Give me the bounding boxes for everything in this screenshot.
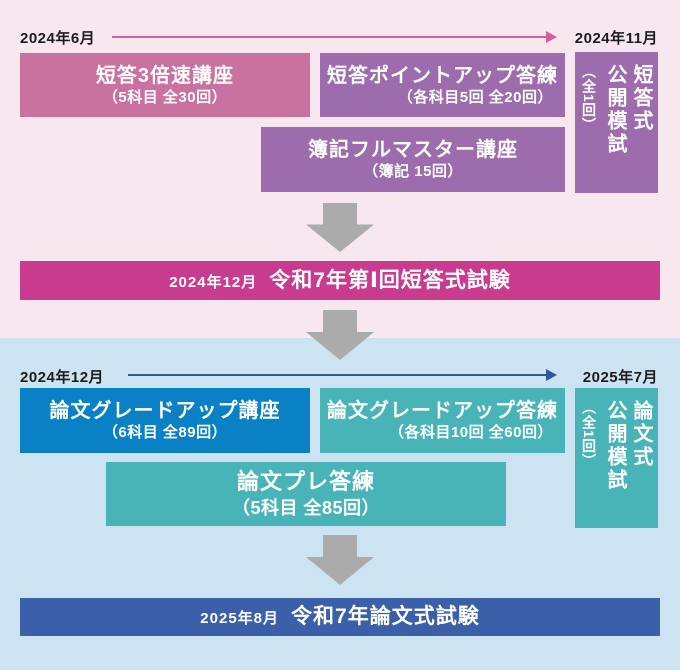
exam-date: 2025年8月: [200, 610, 280, 627]
ronbun-timeline-arrow-icon: [128, 374, 546, 376]
tantou-timeline-arrow-icon: [112, 36, 546, 38]
course-title: 論文グレードアップ答練: [327, 400, 558, 423]
course-box-ronbun-mock-exam: 論文式 公開模試 （全1回）: [575, 388, 658, 528]
course-title: 短答ポイントアップ答練: [327, 64, 558, 87]
ronbun-start-date: 2024年12月: [20, 369, 105, 386]
course-detail: （簿記 15回）: [363, 163, 463, 181]
exam-date: 2024年12月: [169, 274, 258, 291]
course-box-boki-full-master: 簿記フルマスター講座 （簿記 15回）: [261, 127, 565, 192]
exam-name: 令和7年論文式試験: [291, 605, 480, 628]
course-title: 短答3倍速講座: [95, 64, 235, 87]
course-box-tantou-sokudo: 短答3倍速講座 （5科目 全30回）: [20, 53, 310, 117]
tantou-exam-banner: 2024年12月令和7年第Ⅰ回短答式試験: [20, 261, 660, 300]
course-box-ronbun-gradeup-kouza: 論文グレードアップ講座 （6科目 全89回）: [20, 388, 310, 453]
mock-exam-word: 短答式: [630, 64, 652, 133]
course-detail: （5科目 全30回）: [102, 88, 228, 106]
exam-name: 令和7年第Ⅰ回短答式試験: [269, 269, 511, 292]
ronbun-end-date: 2025年7月: [582, 369, 658, 386]
mock-exam-count: （全1回）: [581, 400, 597, 469]
course-detail: （各科目10回 全60回）: [388, 424, 553, 442]
mock-exam-count: （全1回）: [581, 64, 597, 133]
course-box-tantou-mock-exam: 短答式 公開模試 （全1回）: [575, 52, 658, 193]
mock-exam-word: 論文式: [630, 400, 652, 469]
mock-exam-word: 公開模試: [604, 64, 626, 156]
course-title: 簿記フルマスター講座: [308, 139, 518, 162]
course-title: 論文プレ答練: [236, 469, 375, 495]
course-detail: （各科目5回 全20回）: [397, 88, 553, 106]
course-detail: （5科目 全85回）: [231, 498, 381, 519]
course-detail: （6科目 全89回）: [102, 424, 228, 442]
mock-exam-word: 公開模試: [604, 400, 626, 492]
tantou-start-date: 2024年6月: [20, 30, 96, 47]
course-box-tantou-pointup: 短答ポイントアップ答練 （各科目5回 全20回）: [320, 53, 565, 117]
course-box-ronbun-gradeup-touren: 論文グレードアップ答練 （各科目10回 全60回）: [320, 388, 565, 453]
ronbun-exam-banner: 2025年8月令和7年論文式試験: [20, 598, 660, 636]
course-box-ronbun-pre-touren: 論文プレ答練 （5科目 全85回）: [106, 462, 506, 526]
course-title: 論文グレードアップ講座: [49, 400, 281, 423]
tantou-end-date: 2024年11月: [574, 30, 658, 47]
